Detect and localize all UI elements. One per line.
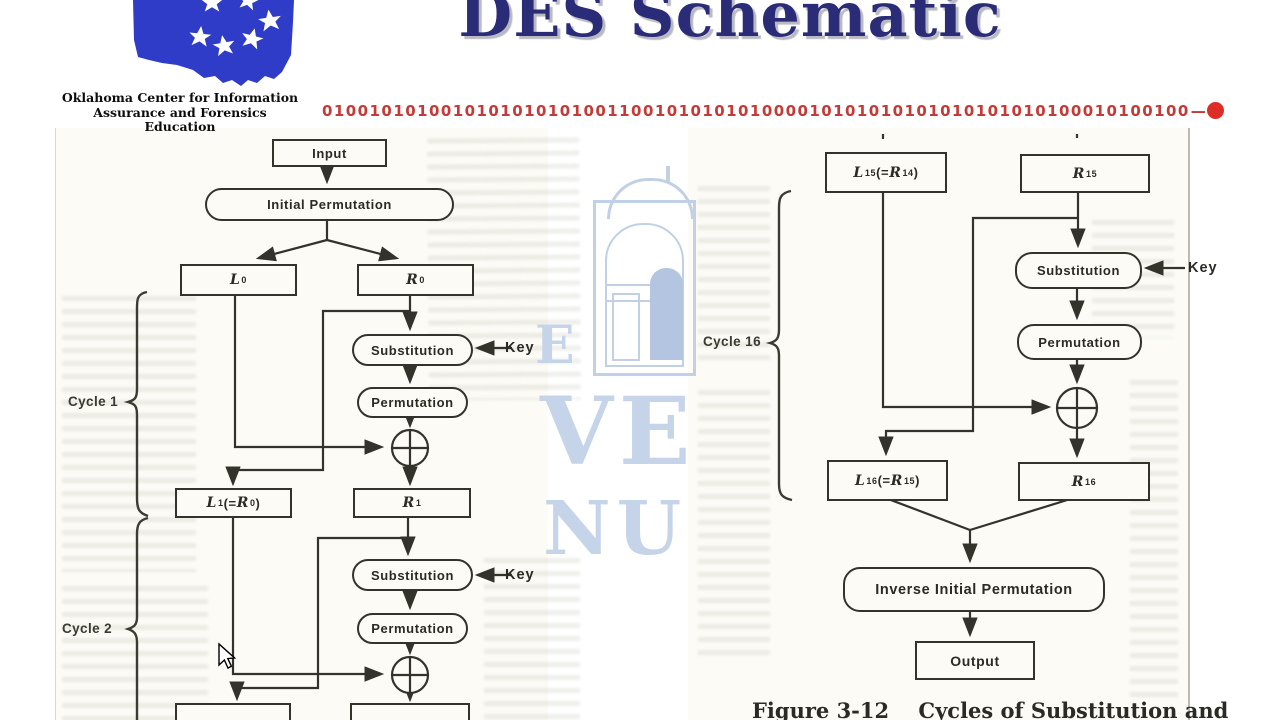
- node-input: Input: [272, 139, 387, 167]
- node-output: Output: [915, 641, 1035, 680]
- cycle2-label: Cycle 2: [62, 621, 113, 636]
- binary-bits: 0100101010010101010101001100101010101000…: [322, 102, 1190, 120]
- node-substitution-1: Substitution: [352, 334, 473, 366]
- logo-caption: Oklahoma Center for Information Assuranc…: [58, 90, 302, 135]
- binary-dash: —: [1190, 102, 1206, 120]
- logo-caption-line1: Oklahoma Center for Information: [61, 90, 299, 105]
- node-permutation-1: Permutation: [357, 387, 468, 418]
- node-l2-partial: [175, 703, 291, 720]
- cycle1-label: Cycle 1: [68, 394, 119, 409]
- node-initial-permutation: Initial Permutation: [205, 188, 454, 221]
- xor-cycle1: [390, 428, 430, 468]
- faint-scan-text: [484, 558, 580, 720]
- mouse-cursor: [218, 642, 237, 669]
- node-inverse-initial-permutation: Inverse Initial Permutation: [843, 567, 1105, 612]
- right-diagram-lines: [878, 134, 1185, 638]
- oklahoma-state-shape: [133, 0, 294, 86]
- left-diagram-lines: [225, 163, 512, 703]
- node-r2-partial: [350, 703, 470, 720]
- node-substitution-2: Substitution: [352, 559, 473, 591]
- xor-cycle16: [1055, 386, 1099, 430]
- faint-scan-text: [62, 296, 196, 572]
- node-substitution-16: Substitution: [1015, 252, 1142, 289]
- cycle16-label: Cycle 16: [703, 334, 761, 349]
- key-label-1: Key: [505, 340, 535, 356]
- node-permutation-16: Permutation: [1017, 324, 1142, 360]
- faint-scan-text: [698, 186, 770, 362]
- oklahoma-logo: [133, 0, 294, 86]
- slide-title: DES Schematic: [458, 0, 1002, 51]
- key-label-16: Key: [1188, 260, 1218, 276]
- binary-stream: 0100101010010101010101001100101010101000…: [322, 102, 1224, 120]
- red-marker-dot: [1206, 102, 1224, 119]
- cycle2-brace: [124, 516, 149, 720]
- logo-stars: [189, 0, 281, 57]
- scanned-page-right: [688, 128, 1190, 720]
- logo-caption-line2: Assurance and Forensics Education: [93, 104, 267, 134]
- xor-cycle2: [390, 655, 430, 695]
- faint-scan-text: [698, 390, 770, 662]
- figure-caption: Figure 3-12 Cycles of Substitution and: [752, 698, 1229, 720]
- key-label-2: Key: [505, 567, 535, 583]
- cycle16-brace: [765, 189, 793, 502]
- xor-symbols: [390, 386, 1099, 695]
- cycle-braces: [123, 189, 793, 720]
- faint-scan-text: [1130, 380, 1178, 702]
- cycle1-brace: [123, 290, 149, 518]
- node-permutation-2: Permutation: [357, 613, 468, 644]
- faint-scan-text: [62, 586, 208, 720]
